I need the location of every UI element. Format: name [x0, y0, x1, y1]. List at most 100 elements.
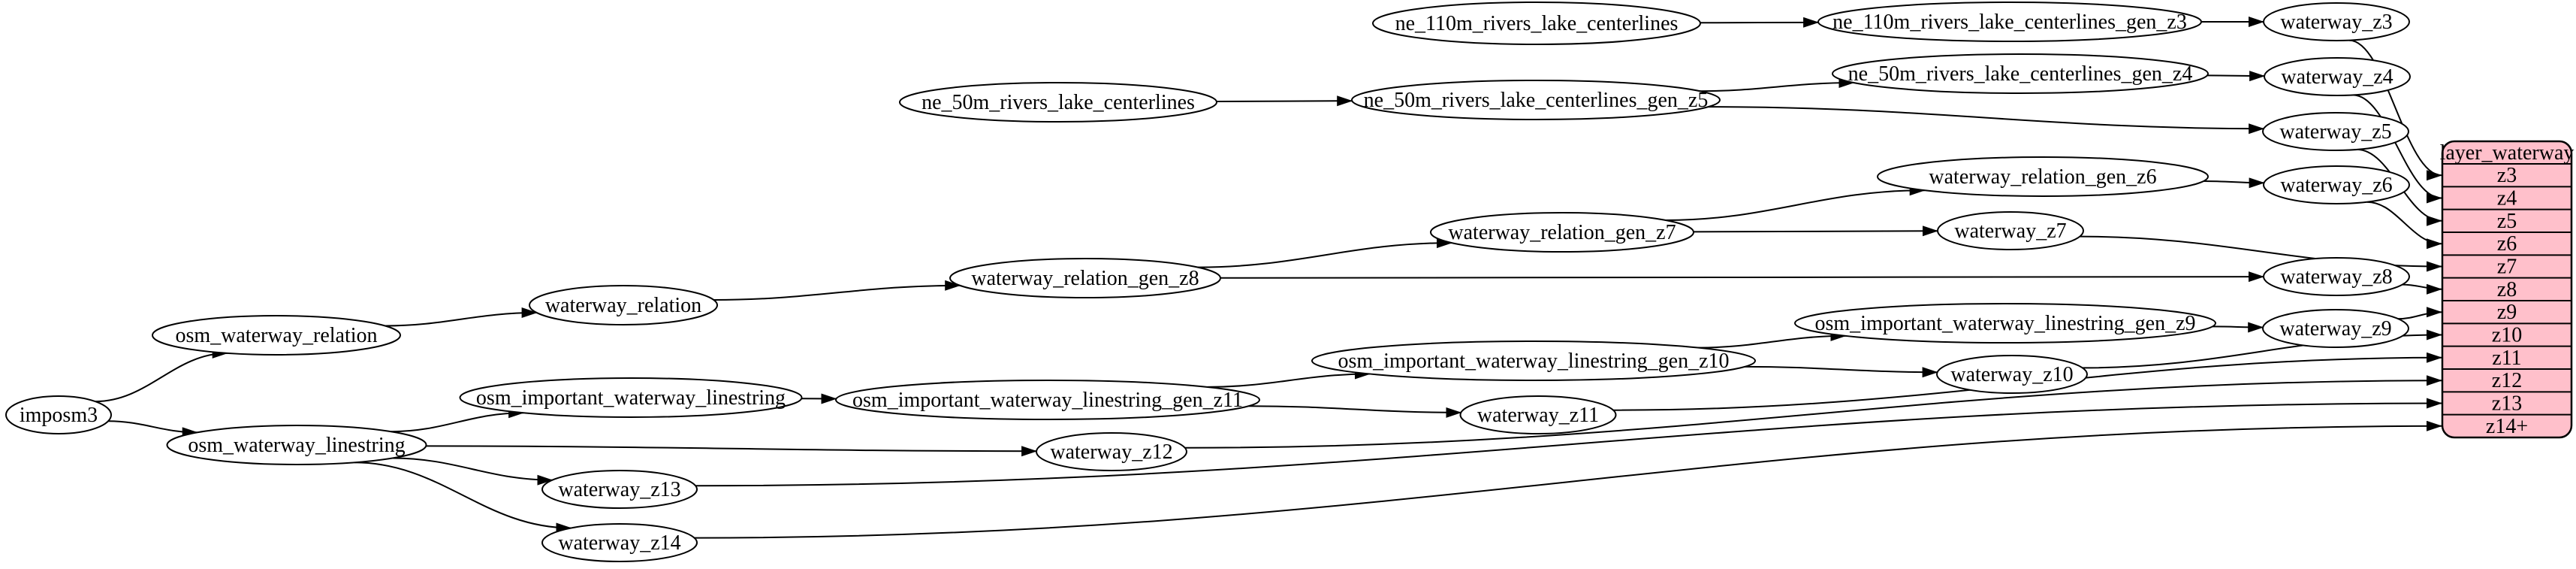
table-layer: layer_waterwayz3z4z5z6z7z8z9z10z11z12z13… [2440, 141, 2574, 438]
node-label-ne_110m_rivers_lake_centerlines_gen_z3: ne_110m_rivers_lake_centerlines_gen_z3 [1832, 11, 2187, 34]
node-waterway_relation: waterway_relation [529, 286, 717, 325]
node-ne_50m_rivers_lake_centerlines_gen_z4: ne_50m_rivers_lake_centerlines_gen_z4 [1832, 54, 2208, 93]
table-row-z6: z6 [2497, 232, 2517, 256]
node-label-waterway_z6: waterway_z6 [2280, 174, 2392, 197]
table-row-z12: z12 [2492, 369, 2522, 392]
node-osm_important_waterway_linestring_gen_z11: osm_important_waterway_linestring_gen_z1… [836, 380, 1259, 419]
edge-waterway_z9-to-layer_waterway-z9 [2398, 312, 2442, 319]
table-row-z7: z7 [2497, 256, 2517, 279]
node-waterway_z5: waterway_z5 [2263, 113, 2409, 150]
edge-osm_important_waterway_linestring_gen_z10-to-waterway_z10 [1745, 367, 1938, 372]
node-osm_important_waterway_linestring: osm_important_waterway_linestring [460, 378, 802, 417]
node-label-waterway_z12: waterway_z12 [1050, 440, 1172, 464]
table-row-z8: z8 [2497, 278, 2517, 301]
table-row-z4: z4 [2497, 187, 2517, 210]
edge-waterway_relation-to-waterway_relation_gen_z8 [713, 286, 960, 300]
table-title: layer_waterway [2440, 141, 2574, 165]
edge-osm_important_waterway_linestring_gen_z10-to-osm_important_waterway_linestring_gen_z9 [1698, 336, 1846, 348]
node-label-osm_important_waterway_linestring: osm_important_waterway_linestring [476, 386, 786, 410]
node-label-waterway_z13: waterway_z13 [558, 478, 680, 501]
table-row-z14+: z14+ [2486, 415, 2528, 438]
edge-osm_important_waterway_linestring_gen_z9-to-waterway_z9 [2213, 326, 2263, 327]
node-label-waterway_z7: waterway_z7 [1954, 219, 2066, 243]
node-waterway_relation_gen_z7: waterway_relation_gen_z7 [1431, 213, 1694, 252]
node-label-ne_110m_rivers_lake_centerlines: ne_110m_rivers_lake_centerlines [1395, 12, 1679, 35]
node-label-osm_waterway_relation: osm_waterway_relation [175, 324, 377, 347]
edges-layer [95, 22, 2442, 538]
edge-waterway_relation_gen_z8-to-waterway_relation_gen_z7 [1198, 243, 1452, 268]
edge-osm_waterway_linestring-to-waterway_z13 [393, 459, 553, 480]
node-osm_waterway_linestring: osm_waterway_linestring [167, 425, 427, 465]
node-label-waterway_z9: waterway_z9 [2279, 317, 2391, 340]
node-osm_waterway_relation: osm_waterway_relation [152, 316, 400, 355]
edge-ne_50m_rivers_lake_centerlines_gen_z4-to-waterway_z4 [2207, 75, 2264, 76]
node-waterway_z4: waterway_z4 [2264, 58, 2410, 95]
node-label-imposm3: imposm3 [20, 404, 98, 427]
node-label-osm_waterway_linestring: osm_waterway_linestring [188, 434, 405, 457]
edge-osm_important_waterway_linestring_gen_z11-to-osm_important_waterway_linestring_gen_z10 [1208, 374, 1370, 387]
edge-waterway_relation_gen_z8-to-waterway_z8 [1220, 277, 2264, 278]
node-waterway_z14: waterway_z14 [542, 524, 697, 561]
edge-waterway_z12-to-layer_waterway-z12 [1185, 380, 2442, 448]
edge-osm_waterway_linestring-to-waterway_z12 [426, 446, 1036, 451]
node-waterway_z6: waterway_z6 [2264, 166, 2409, 204]
node-ne_110m_rivers_lake_centerlines: ne_110m_rivers_lake_centerlines [1373, 2, 1700, 44]
node-label-waterway_z11: waterway_z11 [1477, 404, 1599, 427]
edge-waterway_relation_gen_z7-to-waterway_relation_gen_z6 [1666, 190, 1925, 220]
table-layer_waterway: layer_waterwayz3z4z5z6z7z8z9z10z11z12z13… [2440, 141, 2574, 438]
node-waterway_z13: waterway_z13 [542, 471, 697, 508]
edge-osm_waterway_relation-to-waterway_relation [385, 313, 537, 326]
node-waterway_z10: waterway_z10 [1937, 356, 2087, 393]
node-ne_50m_rivers_lake_centerlines: ne_50m_rivers_lake_centerlines [900, 83, 1217, 122]
nodes-layer: imposm3 osm_waterway_relation osm_waterway… [6, 2, 2410, 561]
node-label-osm_important_waterway_linestring_gen_z10: osm_important_waterway_linestring_gen_z1… [1338, 350, 1730, 373]
edge-ne_50m_rivers_lake_centerlines_gen_z5-to-ne_50m_rivers_lake_centerlines_gen_z4 [1700, 83, 1854, 91]
edge-waterway_relation_gen_z6-to-waterway_z6 [2203, 181, 2264, 183]
node-waterway_z12: waterway_z12 [1036, 433, 1187, 471]
node-label-waterway_relation: waterway_relation [545, 294, 701, 317]
node-label-waterway_relation_gen_z8: waterway_relation_gen_z8 [971, 267, 1199, 290]
edge-waterway_z7-to-layer_waterway-z7 [2080, 237, 2442, 267]
node-label-ne_50m_rivers_lake_centerlines_gen_z5: ne_50m_rivers_lake_centerlines_gen_z5 [1364, 89, 1709, 112]
edge-waterway_z6-to-layer_waterway-z6 [2367, 202, 2442, 244]
edge-imposm3-to-osm_waterway_linestring [108, 421, 198, 432]
node-label-ne_50m_rivers_lake_centerlines_gen_z4: ne_50m_rivers_lake_centerlines_gen_z4 [1848, 62, 2193, 86]
edge-osm_waterway_linestring-to-waterway_z14 [354, 462, 572, 528]
node-label-waterway_z8: waterway_z8 [2280, 265, 2392, 289]
node-label-waterway_z3: waterway_z3 [2280, 11, 2392, 34]
table-row-z11: z11 [2492, 347, 2521, 370]
node-label-waterway_z4: waterway_z4 [2281, 65, 2393, 89]
node-waterway_z9: waterway_z9 [2263, 310, 2409, 347]
table-row-z5: z5 [2497, 210, 2517, 233]
edge-osm_waterway_linestring-to-osm_important_waterway_linestring [391, 413, 523, 431]
node-waterway_z11: waterway_z11 [1461, 396, 1616, 434]
node-osm_important_waterway_linestring_gen_z10: osm_important_waterway_linestring_gen_z1… [1312, 341, 1755, 380]
edge-waterway_z8-to-layer_waterway-z8 [2403, 285, 2442, 289]
node-label-waterway_z14: waterway_z14 [558, 531, 680, 555]
node-label-osm_important_waterway_linestring_gen_z11: osm_important_waterway_linestring_gen_z1… [852, 389, 1243, 412]
edge-osm_important_waterway_linestring_gen_z11-to-waterway_z11 [1249, 406, 1461, 413]
edge-waterway_relation_gen_z7-to-waterway_z7 [1694, 231, 1938, 232]
node-waterway_z8: waterway_z8 [2264, 258, 2409, 295]
edge-ne_50m_rivers_lake_centerlines_gen_z5-to-waterway_z5 [1709, 107, 2264, 129]
node-label-waterway_relation_gen_z7: waterway_relation_gen_z7 [1448, 221, 1676, 244]
node-ne_50m_rivers_lake_centerlines_gen_z5: ne_50m_rivers_lake_centerlines_gen_z5 [1352, 80, 1720, 120]
table-row-z13: z13 [2492, 392, 2522, 416]
table-row-z3: z3 [2497, 164, 2517, 187]
node-label-osm_important_waterway_linestring_gen_z9: osm_important_waterway_linestring_gen_z9 [1815, 312, 2196, 335]
node-ne_110m_rivers_lake_centerlines_gen_z3: ne_110m_rivers_lake_centerlines_gen_z3 [1818, 2, 2201, 41]
node-waterway_z7: waterway_z7 [1938, 212, 2083, 250]
node-waterway_relation_gen_z8: waterway_relation_gen_z8 [950, 259, 1220, 298]
node-waterway_relation_gen_z6: waterway_relation_gen_z6 [1878, 157, 2208, 196]
node-imposm3: imposm3 [6, 396, 111, 434]
node-label-ne_50m_rivers_lake_centerlines: ne_50m_rivers_lake_centerlines [922, 91, 1195, 114]
edge-imposm3-to-osm_waterway_relation [95, 353, 228, 401]
node-waterway_z3: waterway_z3 [2264, 3, 2409, 41]
node-osm_important_waterway_linestring_gen_z9: osm_important_waterway_linestring_gen_z9 [1795, 304, 2216, 343]
node-label-waterway_z5: waterway_z5 [2279, 120, 2391, 144]
table-row-z9: z9 [2497, 301, 2517, 324]
table-row-z10: z10 [2492, 324, 2522, 347]
node-label-waterway_relation_gen_z6: waterway_relation_gen_z6 [1929, 165, 2156, 189]
